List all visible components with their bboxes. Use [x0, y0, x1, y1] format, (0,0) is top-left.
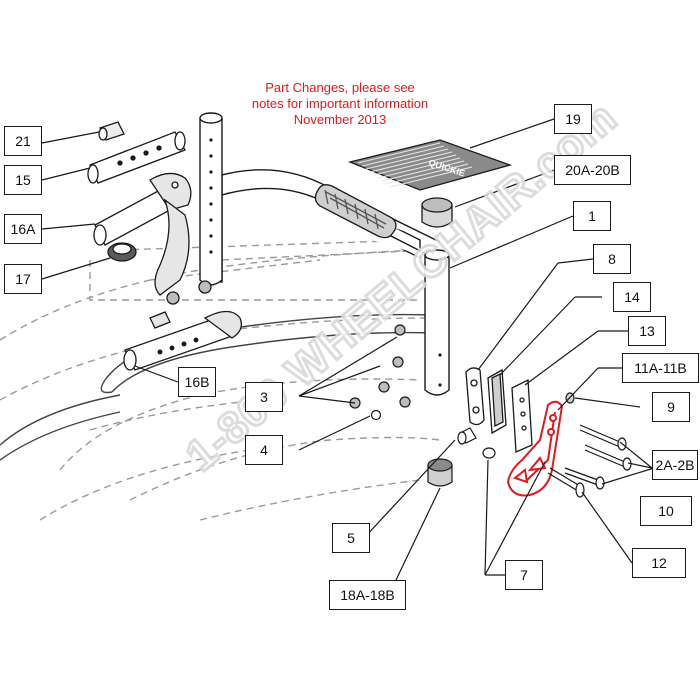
left-parts-group: [87, 121, 243, 371]
hardware-group: [349, 324, 553, 487]
callout-16a: 16A: [4, 214, 42, 244]
bolts-group: [547, 392, 632, 498]
callout-8: 8: [593, 244, 631, 274]
callout-7: 7: [505, 560, 543, 590]
footplate-part: QUICKIE: [347, 139, 513, 191]
leader-lines: [41, 118, 655, 581]
callout-16b: 16B: [178, 367, 216, 397]
callout-20a-20b: 20A-20B: [554, 155, 631, 185]
bracket-plates-group: [465, 367, 533, 453]
callout-18a-18b: 18A-18B: [329, 580, 406, 610]
notice-line-1: Part Changes, please see: [265, 80, 415, 95]
callout-13: 13: [628, 316, 666, 346]
callout-14: 14: [613, 282, 651, 312]
callout-11a-11b: 11A-11B: [622, 353, 699, 383]
callout-3: 3: [245, 382, 283, 412]
callout-21: 21: [4, 126, 42, 156]
callout-1: 1: [573, 201, 611, 231]
callout-10: 10: [640, 496, 692, 526]
part-changes-notice: Part Changes, please see notes for impor…: [240, 80, 440, 128]
bumper-pad: [314, 184, 397, 239]
highlighted-bracket-part: [506, 400, 564, 497]
notice-line-2: notes for important information: [251, 96, 429, 111]
notice-line-3: November 2013: [293, 112, 387, 127]
callout-4: 4: [245, 435, 283, 465]
end-cap-part: [421, 197, 453, 228]
callout-17: 17: [4, 264, 42, 294]
callout-12: 12: [632, 548, 686, 578]
callout-9: 9: [652, 392, 690, 422]
callout-5: 5: [332, 523, 370, 553]
callout-15: 15: [4, 165, 42, 195]
callout-2a-2b: 2A-2B: [652, 450, 698, 480]
tube-holes: [209, 138, 442, 387]
callout-19: 19: [554, 104, 592, 134]
